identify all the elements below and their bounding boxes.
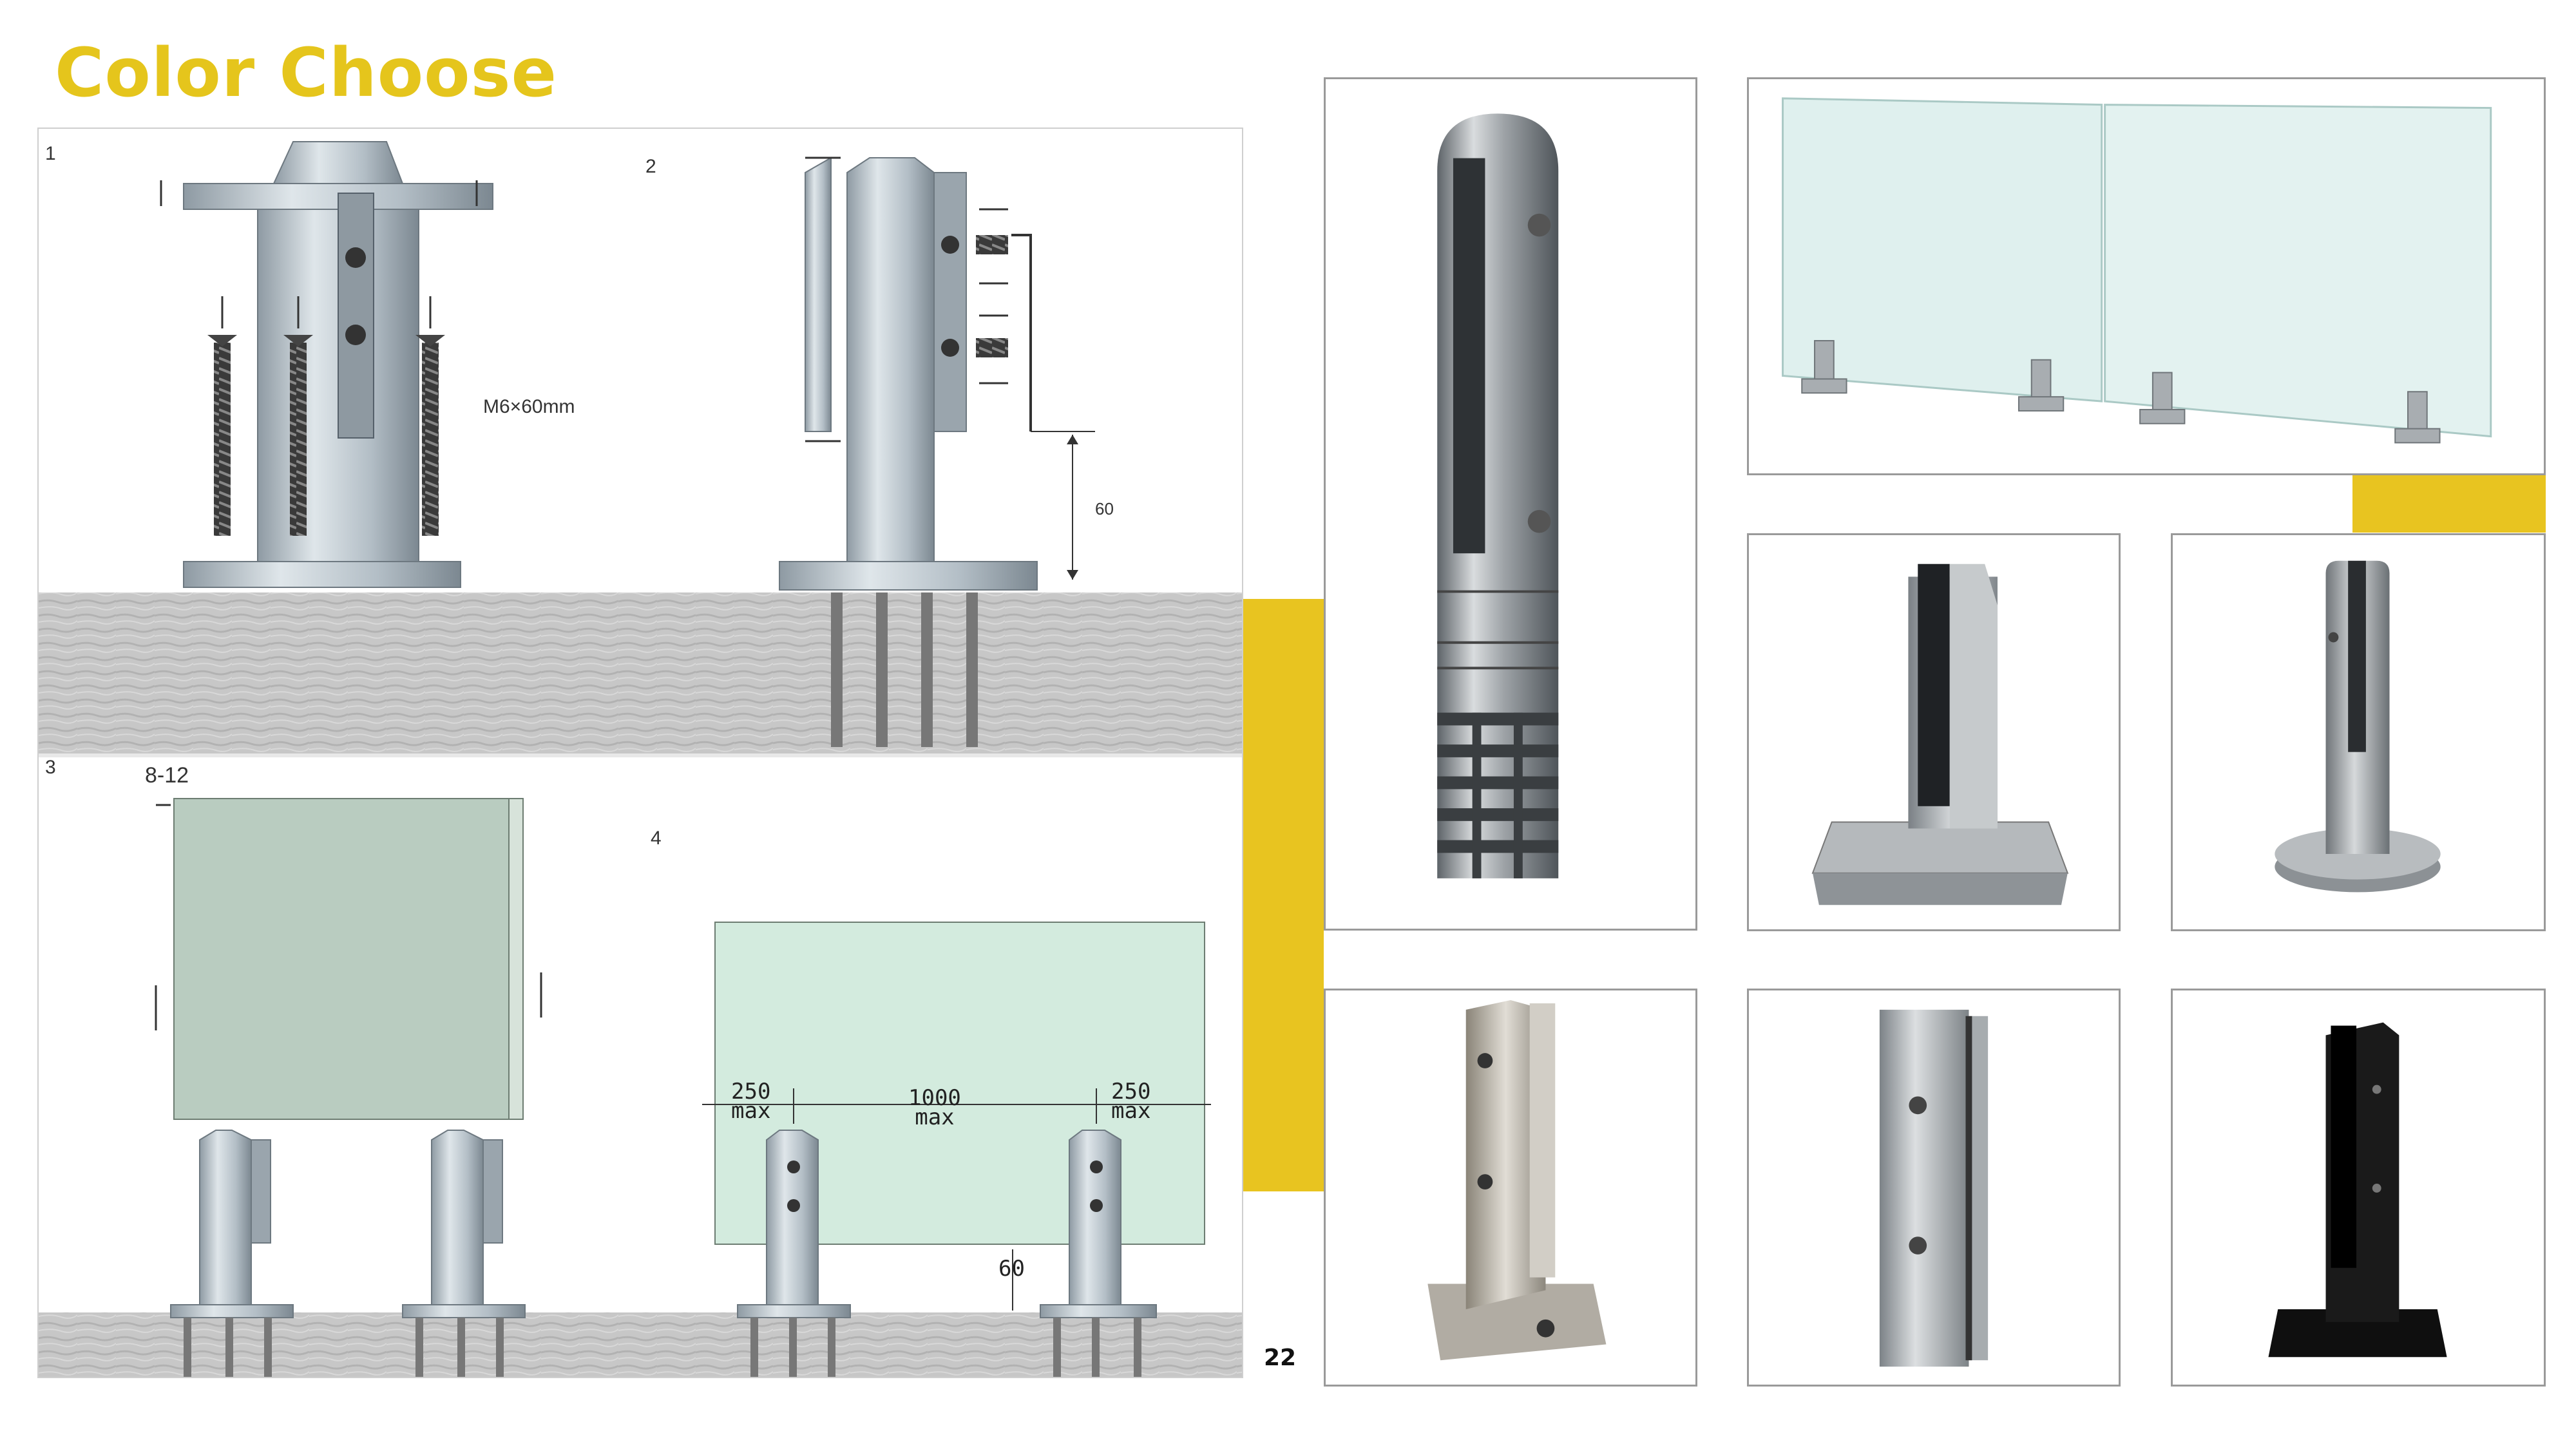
- photo-glass-fence-installation: [1747, 77, 2546, 475]
- installation-diagram: 1 2 3 4 M6×60mm 60 8-12 250 max 1000 max…: [37, 128, 1243, 1378]
- page-number: 22: [1264, 1345, 1297, 1371]
- round-core-drill-spigot-image: [1437, 113, 1559, 878]
- photo-round-core-drill-spigot: [1324, 77, 1697, 931]
- square-base-spigot-image: [1811, 564, 2069, 905]
- dim-60-bottom: 60: [998, 1256, 1025, 1282]
- gap-8-12-label: 8-12: [145, 763, 189, 788]
- photo-square-base-spigot: [1747, 533, 2121, 931]
- photo-side-mount-spigot: [1324, 989, 1697, 1387]
- step-1-label: 1: [45, 143, 56, 164]
- accent-bar-top-right: [2352, 473, 2546, 533]
- installation-diagram-drawing: [39, 141, 1242, 1377]
- photo-round-base-spigot: [2171, 533, 2546, 931]
- dim-250-right: 250 max: [1111, 1079, 1151, 1124]
- page-title: Color Choose: [55, 33, 558, 112]
- step-3-label: 3: [45, 757, 56, 778]
- dim-250-left: 250 max: [731, 1079, 771, 1124]
- dim-1000-max: 1000 max: [908, 1085, 961, 1130]
- photo-core-drill-square-spigot: [1747, 989, 2121, 1387]
- glass-fence-image: [1782, 97, 2492, 444]
- photo-black-square-spigot: [2171, 989, 2546, 1387]
- black-square-spigot-image: [2268, 1022, 2447, 1358]
- height-60-label: 60: [1095, 499, 1114, 518]
- side-mount-spigot-image: [1427, 1000, 1607, 1361]
- screw-spec-label: M6×60mm: [483, 396, 575, 417]
- core-drill-square-spigot-image: [1879, 1009, 1989, 1367]
- step-2-label: 2: [645, 156, 656, 177]
- round-base-spigot-image: [2275, 560, 2441, 893]
- step-4-label: 4: [651, 828, 662, 849]
- accent-bar-vertical: [1243, 599, 1324, 1191]
